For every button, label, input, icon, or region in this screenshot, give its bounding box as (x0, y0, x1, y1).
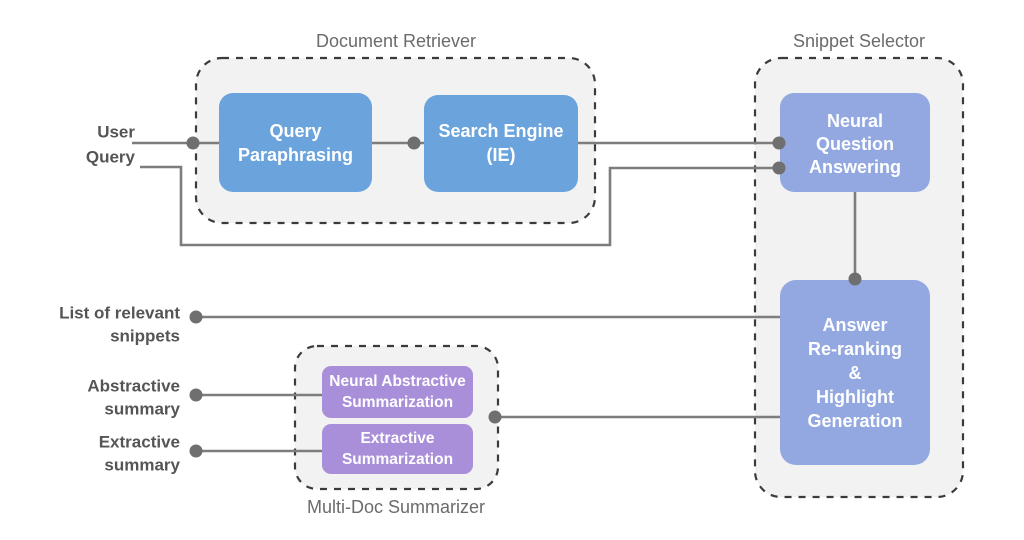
search-engine-box[interactable] (424, 95, 578, 192)
extractive-summarization-label-line-2: Summarization (342, 451, 453, 468)
io-label-extractive-summary: Extractive summary (99, 432, 181, 474)
answer-reranking-label-line-3: & (849, 363, 862, 383)
multi-doc-summarizer-caption: Multi-Doc Summarizer (307, 497, 485, 517)
list-of-relevant-snippets-label-line-1: List of relevant (59, 303, 180, 322)
abstractive-summary-label-line-1: Abstractive (87, 376, 180, 395)
extractive-summary-label-line-2: summary (104, 455, 180, 474)
neural-question-answering-box[interactable] (780, 93, 930, 192)
node-neural-question-answering[interactable]: Neural Question Answering (780, 93, 930, 192)
extractive-summarization-label-line-1: Extractive (360, 430, 434, 447)
edges-layer (132, 141, 857, 453)
answer-reranking-label-line-2: Re-ranking (808, 339, 902, 359)
dot-extractive-summary-output (189, 444, 203, 458)
connector-dots-layer (186, 136, 862, 458)
query-paraphrasing-label-line-1: Query (269, 121, 321, 141)
answer-reranking-box[interactable] (780, 280, 930, 465)
neural-abstractive-summarization-label-line-2: Summarization (342, 394, 453, 411)
dot-search-engine-input (407, 136, 421, 150)
abstractive-summary-label-line-2: summary (104, 399, 180, 418)
snippet-selector-caption: Snippet Selector (793, 31, 925, 51)
user-query-label-line-2: Query (86, 147, 136, 166)
answer-reranking-label-line-4: Highlight (816, 387, 894, 407)
answer-reranking-label-line-5: Generation (807, 411, 902, 431)
extractive-summary-label-line-1: Extractive (99, 432, 180, 451)
node-query-paraphrasing[interactable]: Query Paraphrasing (219, 93, 372, 192)
io-label-list-of-relevant-snippets: List of relevant snippets (59, 303, 180, 345)
search-engine-label-line-2: (IE) (487, 145, 516, 165)
dot-query-paraphrasing-input (186, 136, 200, 150)
dot-multi-doc-summarizer-input (488, 410, 502, 424)
dot-neural-question-answering-input-query (772, 161, 786, 175)
answer-reranking-label-line-1: Answer (822, 315, 887, 335)
node-extractive-summarization[interactable]: Extractive Summarization (322, 424, 473, 474)
io-label-user-query: User Query (86, 122, 136, 166)
neural-question-answering-label-line-3: Answering (809, 157, 901, 177)
user-query-label-line-1: User (97, 122, 135, 141)
dot-answer-reranking-input (848, 272, 862, 286)
dot-list-of-relevant-snippets-output (189, 310, 203, 324)
query-paraphrasing-box[interactable] (219, 93, 372, 192)
node-neural-abstractive-summarization[interactable]: Neural Abstractive Summarization (322, 366, 473, 418)
dot-neural-question-answering-input-snippets (772, 136, 786, 150)
neural-abstractive-summarization-box[interactable] (322, 366, 473, 418)
extractive-summarization-box[interactable] (322, 424, 473, 474)
neural-abstractive-summarization-label-line-1: Neural Abstractive (329, 373, 466, 390)
io-label-abstractive-summary: Abstractive summary (87, 376, 180, 418)
node-answer-reranking[interactable]: Answer Re-ranking & Highlight Generation (780, 280, 930, 465)
neural-question-answering-label-line-1: Neural (827, 111, 883, 131)
search-engine-label-line-1: Search Engine (438, 121, 563, 141)
edge-user-query-to-neural-question-answering (140, 165, 782, 247)
dot-abstractive-summary-output (189, 388, 203, 402)
neural-question-answering-label-line-2: Question (816, 134, 894, 154)
list-of-relevant-snippets-label-line-2: snippets (110, 326, 180, 345)
node-search-engine[interactable]: Search Engine (IE) (424, 95, 578, 192)
document-retriever-caption: Document Retriever (316, 31, 476, 51)
query-paraphrasing-label-line-2: Paraphrasing (238, 145, 353, 165)
